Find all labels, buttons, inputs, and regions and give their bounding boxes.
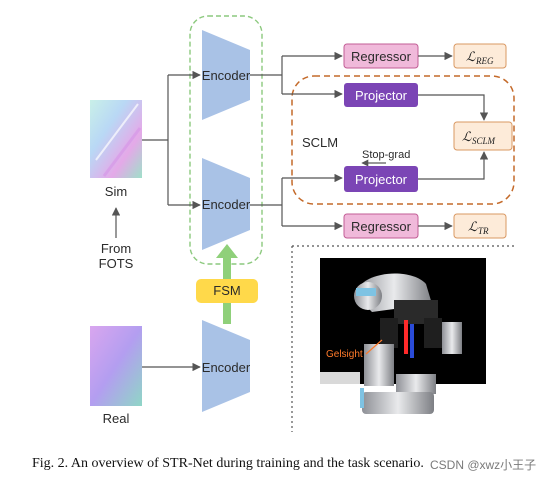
projector-top-box [344,83,418,107]
projector-bottom-label: Projector [355,172,408,187]
sim-image-streak [95,103,139,161]
figure-caption: Fig. 2. An overview of STR-Net during tr… [32,456,424,471]
encoder-mid-label: Encoder [202,197,251,212]
projector-bottom-to-sclm-loss [418,151,489,180]
encoder-top-label: Encoder [202,68,251,83]
projector-top-label: Projector [355,88,408,103]
loss-sclm-symbol: ℒ [462,129,472,144]
stop-grad-label: Stop-grad [362,149,410,161]
loss-sclm-box [453,121,513,151]
robot-scene-photo: Gelsight [320,258,486,414]
regressor-bottom-label: Regressor [351,219,412,234]
loss-tr-box [453,213,507,239]
fots-label: FOTS [99,256,134,271]
loss-reg-subscript: REG [475,56,494,66]
real-label: Real [103,411,130,426]
sim-image [90,100,142,178]
loss-tr-subscript: TR [478,226,489,236]
sim-label: Sim [105,184,127,199]
fsm-green-arrow-stem-lower [223,298,231,324]
encoder-top-shape [202,30,250,120]
fsm-label: FSM [213,283,240,298]
loss-sclm-subscript: SCLM [472,136,496,146]
sclm-label: SCLM [302,135,338,150]
scenario-separator [291,245,514,432]
regressor-top-label: Regressor [351,49,412,64]
sclm-group-border [291,75,515,205]
projector-top-to-sclm-loss [418,94,489,121]
fsm-green-arrow-stem-upper [223,255,231,281]
encoder-bottom-label: Encoder [202,360,251,375]
real-image [90,326,142,406]
encoder-mid-shape [202,158,250,250]
loss-reg-box [453,43,507,69]
from-label: From [101,241,131,256]
gelsight-label: Gelsight [326,349,363,360]
encoder-bottom-shape [202,320,250,412]
fsm-box [196,279,258,303]
sim-image-streak-2 [102,127,142,177]
projector-bottom-box [344,166,418,192]
csdn-watermark: CSDN @xwz小王子 [430,458,536,472]
loss-tr-symbol: ℒ [468,219,478,234]
fsm-green-arrow-head [216,244,238,258]
loss-reg-symbol: ℒ [466,49,476,64]
